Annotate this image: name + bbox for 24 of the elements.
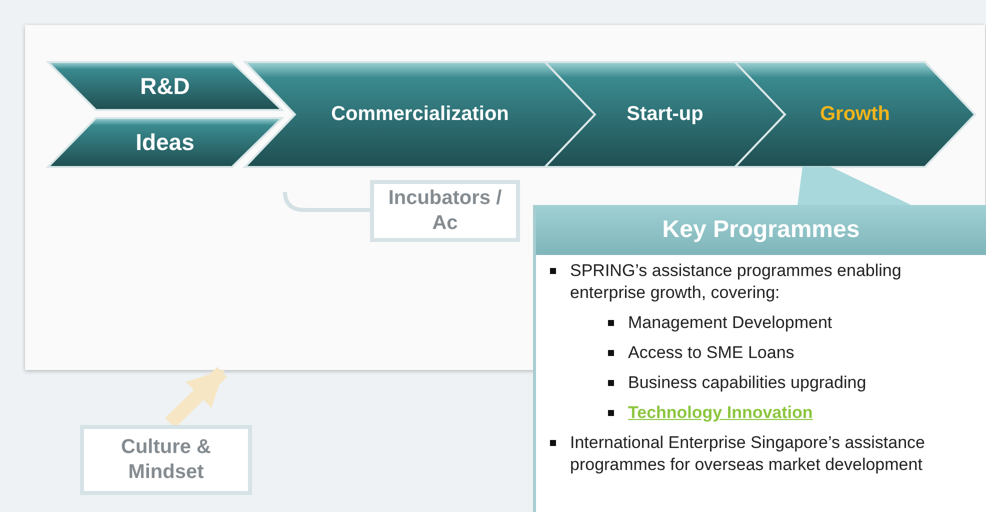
callout-heading: Key Programmes [536, 205, 986, 255]
chevron-step [545, 62, 785, 167]
bullet-text: Management Development [628, 313, 832, 332]
stage-label: Commercialization [331, 103, 509, 126]
bullet-text: Business capabilities upgrading [628, 373, 866, 392]
bullet-text: International Enterprise Singapore’s assistance programmes for overseas market development [570, 433, 926, 474]
chevron-step [48, 62, 282, 110]
faded-label: Incubators / Ac [387, 186, 503, 236]
chevron-step [245, 62, 595, 167]
block-arrow [165, 367, 227, 428]
bullet-text: SPRING’s assistance programmes enabling enterprise growth, covering: [570, 261, 902, 302]
stage-label: Start-up [626, 103, 704, 126]
faded-box [370, 180, 520, 242]
link-text: Technology Innovation [628, 403, 813, 422]
stage-label: R&D [140, 72, 190, 100]
chevron-step [48, 118, 282, 167]
callout-pointer [797, 166, 910, 206]
faded-box [80, 425, 252, 495]
stage-label: Growth [820, 103, 890, 126]
faded-label: Culture & Mindset [120, 435, 212, 485]
chevron-step [735, 62, 975, 167]
callout-box [533, 205, 986, 512]
bullet-text: Access to SME Loans [628, 343, 794, 362]
stage-label: Ideas [136, 129, 194, 156]
